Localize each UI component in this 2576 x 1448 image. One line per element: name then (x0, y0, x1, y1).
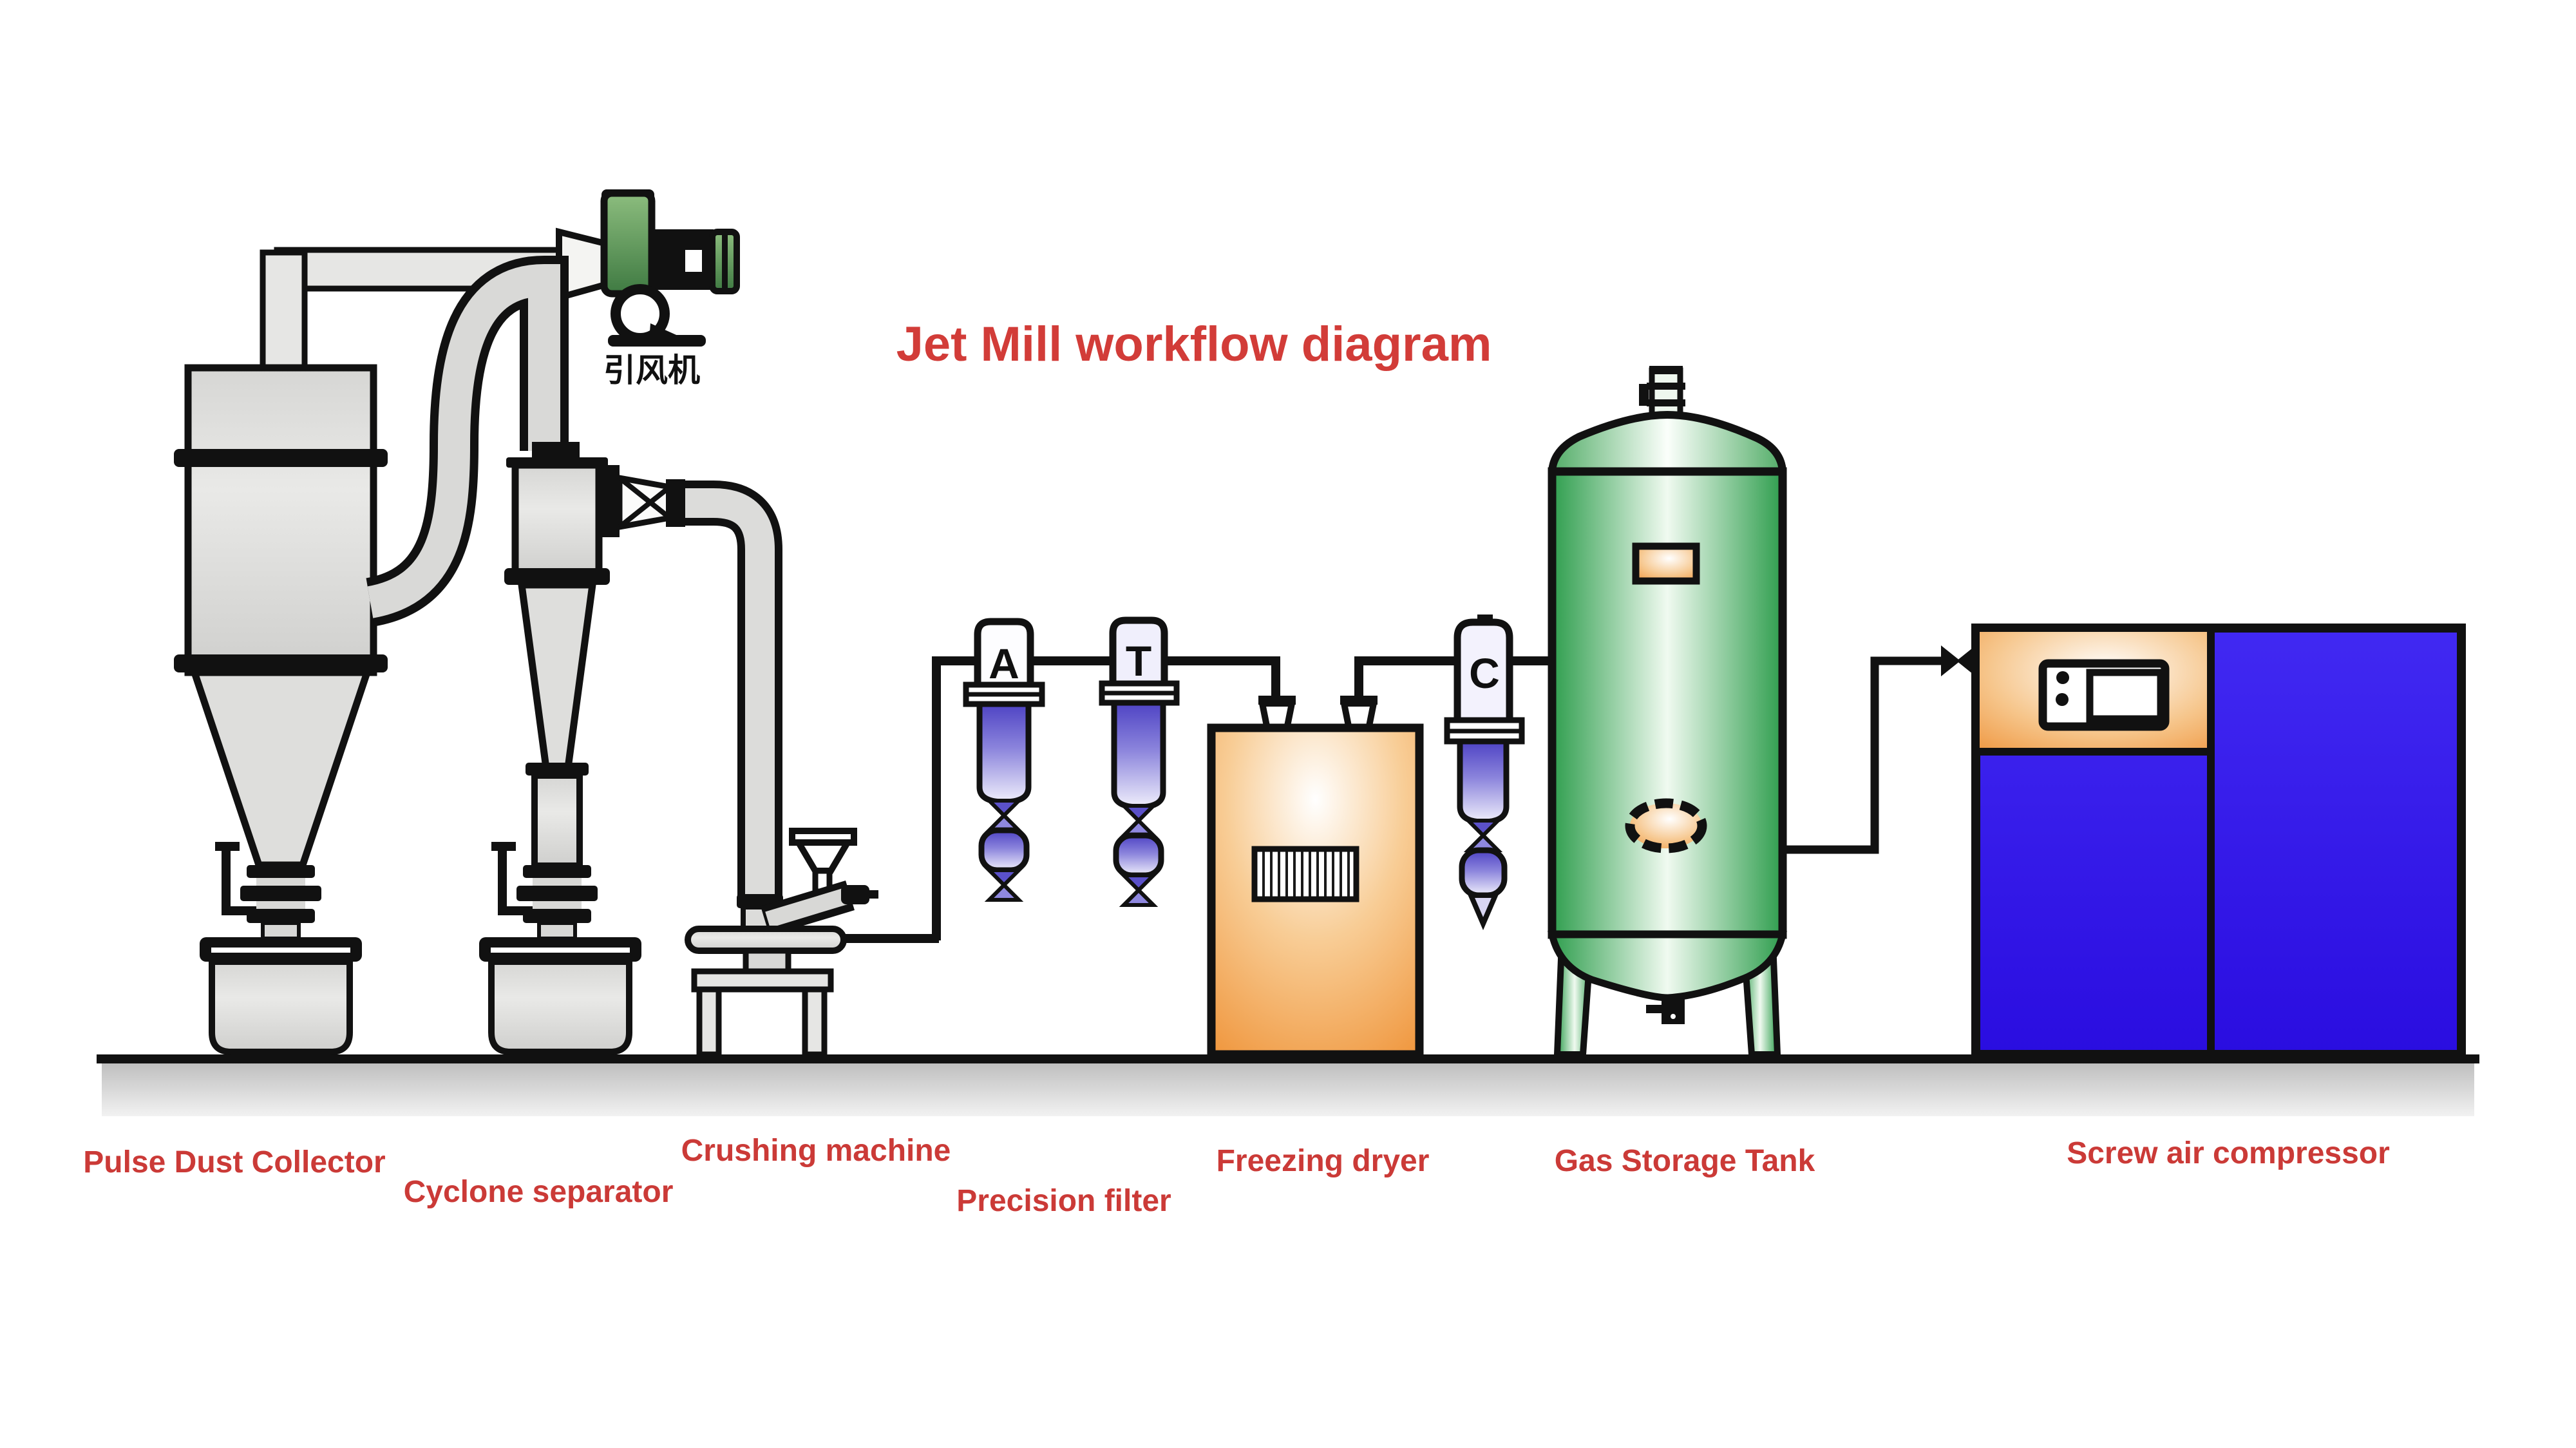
filter-c-tag: C (1469, 649, 1500, 697)
induced-draft-fan: 引风机 (556, 189, 740, 388)
screw-air-compressor (1971, 624, 2466, 1059)
dryer-grille (1251, 846, 1359, 902)
precision-filter-c: C (1444, 614, 1525, 931)
tank-manhole (1625, 798, 1707, 853)
label-freezing-dryer: Freezing dryer (1217, 1144, 1430, 1178)
page-title: Jet Mill workflow diagram (896, 317, 1492, 372)
cyclone-separator (479, 442, 783, 1052)
cyclone-outlet-pipe (598, 465, 783, 934)
label-precision-filter: Precision filter (956, 1184, 1171, 1218)
display-screen (2086, 669, 2164, 723)
pipe-valve (1941, 645, 1976, 676)
precision-filter-t: T (1099, 616, 1180, 905)
equipment-labels: Pulse Dust Collector Cyclone separator C… (83, 1134, 2390, 1218)
control-display (2038, 659, 2170, 731)
cyclone-bucket (479, 937, 641, 1052)
label-crushing-machine: Crushing machine (681, 1134, 951, 1168)
filter-a-tag: A (989, 640, 1019, 687)
precision-filter-a: A (963, 618, 1045, 900)
collector-to-cyclone-pipe (365, 255, 569, 627)
freezing-dryer (1207, 696, 1424, 1059)
label-pulse-dust-collector: Pulse Dust Collector (83, 1145, 385, 1179)
crushing-machine (685, 828, 939, 1058)
pulse-dust-collector (174, 364, 388, 1052)
indicator-dot (2056, 693, 2069, 706)
filter-t-tag: T (1126, 637, 1151, 685)
fan-label: 引风机 (603, 352, 700, 388)
tank-nameplate (1632, 542, 1700, 585)
tank-to-compressor-pipe (1783, 645, 1976, 854)
label-screw-air-compressor: Screw air compressor (2067, 1136, 2390, 1170)
indicator-dot (2056, 671, 2069, 684)
label-cyclone-separator: Cyclone separator (404, 1175, 674, 1209)
tank-drain-valve (1646, 997, 1685, 1024)
gas-storage-tank (1548, 366, 1787, 1058)
floor (97, 1054, 2479, 1116)
label-gas-storage-tank: Gas Storage Tank (1555, 1144, 1815, 1178)
collector-bucket (200, 937, 362, 1052)
feed-hopper (761, 828, 878, 936)
